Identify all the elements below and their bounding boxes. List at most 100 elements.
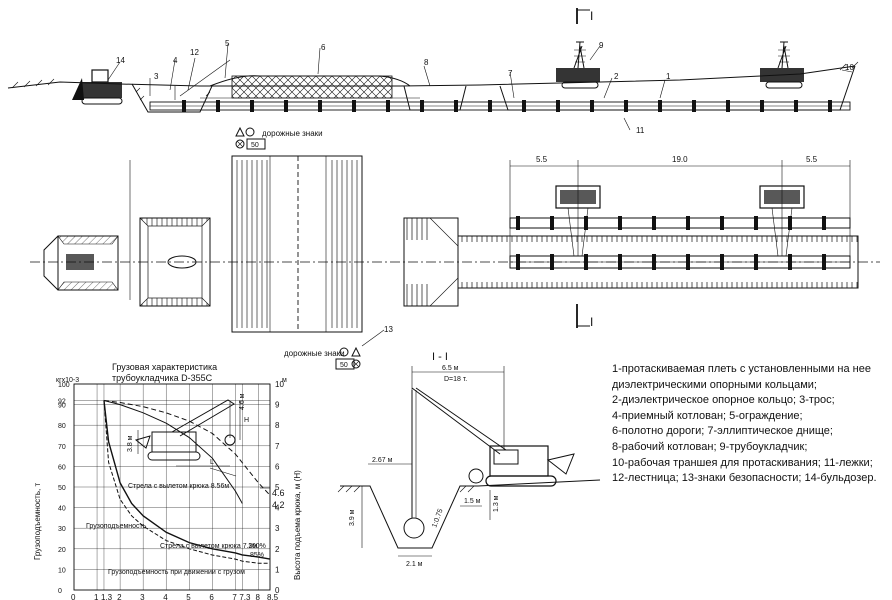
support-ring: [658, 100, 662, 112]
chart-curve-label-1: Стрела с вылетом крюка 8.56м: [128, 483, 229, 490]
support-ring: [788, 254, 792, 270]
pipelayer-icon: [760, 41, 804, 89]
chart-x-tick: 3: [140, 593, 145, 600]
chart-y2-tick: 2: [275, 545, 280, 554]
section-edge: 1.5 м: [464, 498, 481, 505]
chart-y-tick: 70: [58, 444, 66, 451]
support-ring: [488, 100, 492, 112]
support-ring: [760, 100, 764, 112]
pipelayer-plan-icon: [759, 185, 805, 257]
chart-y2-tick: 7: [275, 442, 280, 451]
skid: [652, 216, 656, 230]
chart-pct-85: 85%: [250, 552, 264, 559]
chart-y2-tick: 6: [275, 462, 280, 471]
section-offset: 2.67 м: [372, 457, 393, 464]
support-ring: [754, 254, 758, 270]
callout-9: 9: [599, 41, 604, 50]
callout-12: 12: [190, 48, 199, 57]
support-ring: [556, 100, 560, 112]
callout-13: 13: [384, 325, 393, 334]
chart-y2-tick: 8: [275, 421, 280, 430]
skid: [516, 216, 520, 230]
callout-11: 11: [636, 126, 645, 135]
callout-6: 6: [321, 43, 326, 52]
support-ring: [182, 100, 186, 112]
section-diameter: D=18 т.: [444, 376, 467, 383]
section-depth: 3.9 м: [349, 509, 356, 526]
chart-y-tick: 60: [58, 464, 66, 471]
chart-x-tick: 1,3: [101, 593, 113, 600]
support-ring: [726, 100, 730, 112]
section-mark-top: I: [590, 9, 593, 23]
elevation-view: [7, 8, 859, 131]
support-ring: [618, 254, 622, 270]
section-title: I - I: [432, 351, 448, 363]
chart-right-mark-42: 4.2: [272, 500, 285, 510]
speed-sign-bottom: 50: [340, 362, 348, 369]
legend-line: диэлектрическими опорными кольцами;: [612, 378, 817, 391]
legend-line: 6-полотно дороги; 7-эллиптическое днище;: [612, 425, 833, 438]
chart-y-right-label: Высота подъема крюка, м (Н): [293, 470, 302, 580]
chart-curve-label-2: Грузоподъемность: [86, 523, 147, 530]
chart-y-tick: 30: [58, 526, 66, 533]
support-ring: [284, 100, 288, 112]
support-ring: [590, 100, 594, 112]
callout-3: 3: [154, 72, 159, 81]
skid: [720, 216, 724, 230]
callout-4: 4: [173, 56, 178, 65]
support-ring: [794, 100, 798, 112]
road-signs-top: [235, 126, 266, 150]
pipelayer-icon: [556, 41, 600, 89]
legend-line: 2-диэлектрическое опорное кольцо; 3-трос…: [612, 394, 835, 407]
chart-series-line: [103, 400, 271, 560]
chart-inset-pipelayer-icon: [134, 399, 241, 467]
plan-view: [30, 126, 880, 370]
chart-y2-tick: 10: [275, 380, 284, 389]
legend-line: 4-приемный котлован; 5-ограждение;: [612, 409, 803, 422]
chart-y2-tick: 0: [275, 586, 280, 595]
support-ring: [454, 100, 458, 112]
legend-line: 12-лестница; 13-знаки безопасности; 14-б…: [612, 472, 877, 485]
bulldozer-icon: [72, 69, 123, 105]
chart-y-tick: 92: [58, 398, 66, 405]
chart-x-tick: 8,5: [267, 593, 279, 600]
callout-7: 7: [508, 69, 513, 78]
chart-x-tick: 2: [117, 593, 122, 600]
legend: 1-протаскиваемая плеть с установленными …: [612, 362, 887, 487]
chart-series-line: [103, 399, 271, 496]
chart-curve-label-4: Грузоподъемность при движении с грузом: [108, 569, 245, 576]
support-ring: [822, 254, 826, 270]
chart-x-tick: 0: [71, 593, 76, 600]
chart-y-tick: 40: [58, 506, 66, 513]
chart-y-tick: 20: [58, 547, 66, 554]
chart-y-left-unit: кгх10-3: [56, 377, 79, 384]
skid: [618, 216, 622, 230]
support-ring: [522, 100, 526, 112]
chart-y-tick: 50: [58, 485, 66, 492]
chart-right-mark-46: 4.6: [272, 488, 285, 498]
chart-y-left-label: Грузоподъемность, т: [33, 483, 42, 560]
chart-inset-H: H: [244, 417, 249, 424]
support-ring: [386, 100, 390, 112]
chart-x-tick: 1: [94, 593, 99, 600]
pipelayer-plan-icon: [555, 185, 601, 257]
chart-series-line: [103, 400, 270, 564]
chart-y2-tick: 3: [275, 524, 280, 533]
callout-8: 8: [424, 58, 429, 67]
road-signs-label-bottom: дорожные знаки: [284, 349, 345, 358]
callout-1: 1: [666, 72, 671, 81]
callout-2: 2: [614, 72, 619, 81]
section-top-width: 6.5 м: [442, 365, 459, 372]
section-view: [337, 366, 601, 557]
support-ring: [318, 100, 322, 112]
support-ring: [550, 254, 554, 270]
callout-5: 5: [225, 39, 230, 48]
callout-14: 14: [116, 56, 125, 65]
chart-y-tick: 80: [58, 423, 66, 430]
support-ring: [720, 254, 724, 270]
chart-y-tick: 0: [58, 588, 62, 595]
skid: [686, 216, 690, 230]
chart-y2-tick: 4: [275, 504, 280, 513]
